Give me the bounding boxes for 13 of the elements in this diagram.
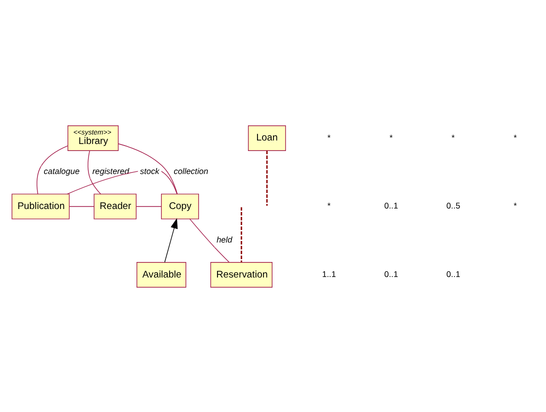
- node-box: Copy: [161, 193, 199, 219]
- connector: [118, 142, 178, 194]
- connector: [266, 150, 268, 206]
- connector: [240, 206, 242, 262]
- node-box: Reader: [94, 193, 137, 219]
- arrow: [164, 218, 178, 262]
- node-box: Reservation: [210, 262, 272, 288]
- node-box: Loan: [248, 124, 286, 150]
- connector: [88, 150, 102, 194]
- node-box: Publication: [12, 193, 70, 219]
- node-box: Available: [136, 262, 186, 288]
- connector: [189, 218, 230, 262]
- connector: [36, 144, 68, 194]
